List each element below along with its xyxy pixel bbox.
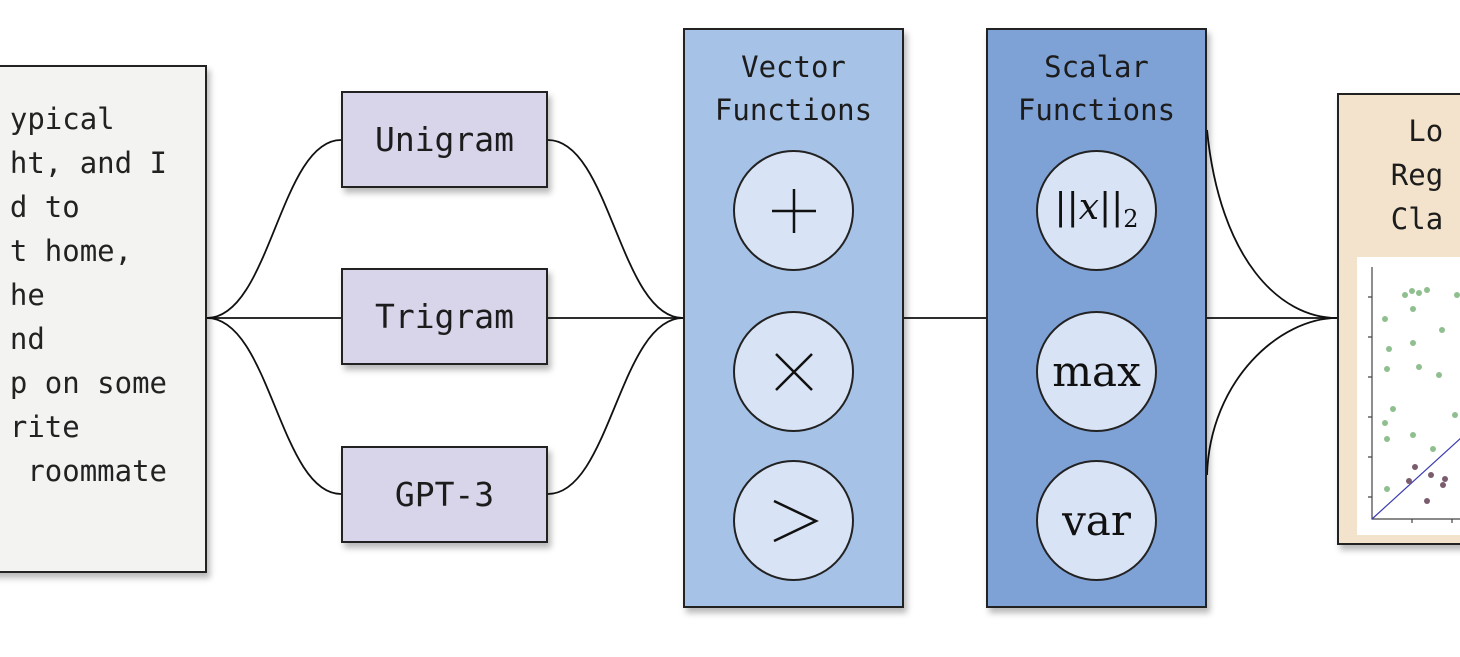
scalar-functions-panel: Scalar Functions ||x||2 max var <box>986 28 1207 608</box>
feature-gpt3-label: GPT-3 <box>394 475 495 514</box>
feature-unigram-label: Unigram <box>374 120 515 159</box>
greater-than-icon <box>772 499 819 542</box>
input-line: roommate <box>9 454 167 488</box>
classifier-plot <box>1357 257 1460 535</box>
feature-trigram: Trigram <box>341 268 548 365</box>
feature-unigram: Unigram <box>341 91 548 188</box>
greater-than-op <box>733 460 854 581</box>
input-line: ypical <box>9 102 115 136</box>
norm-op: ||x||2 <box>1036 150 1157 271</box>
feature-gpt3: GPT-3 <box>341 446 548 543</box>
var-op-label: var <box>1062 496 1131 545</box>
times-op <box>733 311 854 432</box>
feature-trigram-label: Trigram <box>374 297 515 336</box>
plus-icon <box>771 188 816 233</box>
plus-op <box>733 150 854 271</box>
input-line: nd <box>9 322 45 356</box>
var-op: var <box>1036 460 1157 581</box>
max-op: max <box>1036 311 1157 432</box>
vector-functions-panel: Vector Functions <box>683 28 904 608</box>
input-document: ypical ht, and I d to t home, he nd p on… <box>0 65 207 573</box>
vector-functions-title: Vector Functions <box>714 50 873 127</box>
times-icon <box>774 352 813 391</box>
input-line: ht, and I <box>9 146 167 180</box>
input-document-text: ypical ht, and I d to t home, he nd p on… <box>10 97 167 493</box>
scalar-functions-title: Scalar Functions <box>1017 50 1176 127</box>
max-op-label: max <box>1052 347 1141 396</box>
input-line: he <box>9 278 45 312</box>
input-line: t home, <box>9 234 133 268</box>
classifier-title: Lo Reg Cla <box>1390 114 1444 236</box>
input-line: d to <box>9 190 80 224</box>
classifier-panel: Lo Reg Cla <box>1337 93 1460 545</box>
input-line: p on some <box>9 366 167 400</box>
norm-op-label: ||x||2 <box>1054 187 1139 234</box>
input-line: rite <box>9 410 80 444</box>
